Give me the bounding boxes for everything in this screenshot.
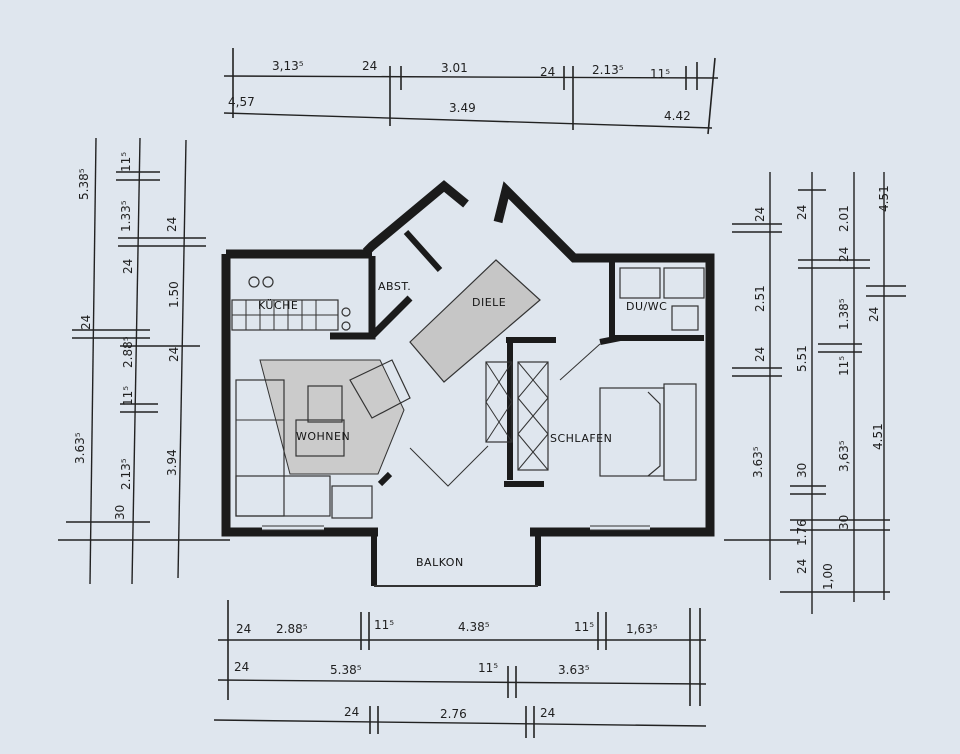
bottom-dim-r3a: 24	[344, 705, 359, 719]
left-dim-b: 11⁵	[119, 152, 133, 172]
top-dim-r2a: 4,57	[228, 95, 255, 109]
bottom-dim-r1a: 24	[236, 622, 251, 636]
left-dim-j: 11⁵	[121, 386, 135, 406]
top-dim-r2c: 4.42	[664, 109, 691, 123]
left-dim-a: 5.38⁵	[77, 168, 91, 200]
right-dim-i: 24	[795, 205, 809, 220]
left-dim-k: 3.63⁵	[73, 432, 87, 464]
right-dim-h: 30	[795, 463, 809, 478]
furniture	[231, 259, 705, 519]
right-dim-m: 11⁵	[837, 356, 851, 376]
right-dim-f: 1.76	[795, 519, 809, 546]
right-dim-p: 1,00	[821, 563, 835, 590]
left-dim-g: 24	[79, 315, 93, 330]
left-dim-i: 24	[167, 347, 181, 362]
room-label-schlafen: SCHLAFEN	[550, 432, 612, 445]
bottom-dim-r1c: 11⁵	[374, 618, 394, 632]
top-dim-r1f: 11⁵	[650, 67, 670, 81]
top-dim-r1b: 24	[362, 59, 377, 73]
left-dim-c: 1.33⁵	[119, 200, 133, 232]
left-dim-e: 24	[121, 259, 135, 274]
right-dim-e: 3.63⁵	[751, 446, 765, 478]
room-labels: KÜCHE ABST. DIELE DU/WC WOHNEN SCHLAFEN …	[258, 280, 667, 569]
right-dim-c: 24	[753, 347, 767, 362]
bottom-dim-r1b: 2.88⁵	[276, 622, 308, 636]
right-dim-s: 4.51	[871, 423, 885, 450]
right-dim-r: 24	[867, 307, 881, 322]
bottom-dim-r1d: 4.38⁵	[458, 620, 490, 634]
room-label-diele: DIELE	[472, 296, 506, 309]
walls	[221, 180, 715, 587]
room-label-balkon: BALKON	[416, 556, 464, 569]
left-dim-l: 2.13⁵	[119, 458, 133, 490]
bottom-dim-r3c: 24	[540, 706, 555, 720]
top-dim-r1d: 24	[540, 65, 555, 79]
right-dim-l: 1.38⁵	[837, 298, 851, 330]
left-dimensions: 5.38⁵ 11⁵ 1.33⁵ 24 24 1.50 24 2.88⁵ 24 1…	[58, 137, 230, 585]
left-dim-d: 24	[165, 217, 179, 232]
room-label-abst: ABST.	[378, 280, 411, 293]
right-dim-d: 5.51	[795, 345, 809, 372]
right-dim-n: 3,63⁵	[837, 440, 851, 472]
right-dim-q: 4.51	[877, 185, 891, 212]
top-dim-r1e: 2.13⁵	[592, 63, 624, 77]
bottom-dimensions: 24 2.88⁵ 11⁵ 4.38⁵ 11⁵ 1,63⁵ 24 5.38⁵ 11…	[213, 600, 707, 738]
right-dim-a: 24	[753, 207, 767, 222]
top-dim-r2b: 3.49	[449, 101, 476, 115]
room-label-kueche: KÜCHE	[258, 299, 298, 312]
left-dim-n: 30	[113, 505, 127, 520]
right-dimensions: 24 2.51 24 5.51 3.63⁵ 1.76 24 30 24 2.01…	[724, 172, 906, 614]
top-dimensions: 3,13⁵ 24 3.01 24 2.13⁵ 11⁵ 4,57 3.49 4.4…	[223, 48, 719, 135]
bottom-dim-r3b: 2.76	[440, 707, 467, 721]
bottom-dim-r1f: 1,63⁵	[626, 622, 658, 636]
right-dim-k: 24	[837, 247, 851, 262]
top-dim-r1c: 3.01	[441, 61, 468, 75]
right-dim-g: 24	[795, 559, 809, 574]
bottom-dim-r1e: 11⁵	[574, 620, 594, 634]
bottom-dim-r2b: 5.38⁵	[330, 663, 362, 677]
left-dim-m: 3.94	[165, 449, 179, 476]
bottom-dim-r2c: 11⁵	[478, 661, 498, 675]
bottom-dim-r2d: 3.63⁵	[558, 663, 590, 677]
room-label-duwc: DU/WC	[626, 300, 667, 313]
right-dim-b: 2.51	[753, 285, 767, 312]
right-dim-o: 30	[837, 515, 851, 530]
right-dim-j: 2.01	[837, 205, 851, 232]
left-dim-h: 2.88⁵	[121, 336, 135, 368]
room-label-wohnen: WOHNEN	[296, 430, 350, 443]
left-dim-f: 1.50	[167, 281, 181, 308]
top-dim-r1a: 3,13⁵	[272, 59, 304, 73]
bottom-dim-r2a: 24	[234, 660, 249, 674]
